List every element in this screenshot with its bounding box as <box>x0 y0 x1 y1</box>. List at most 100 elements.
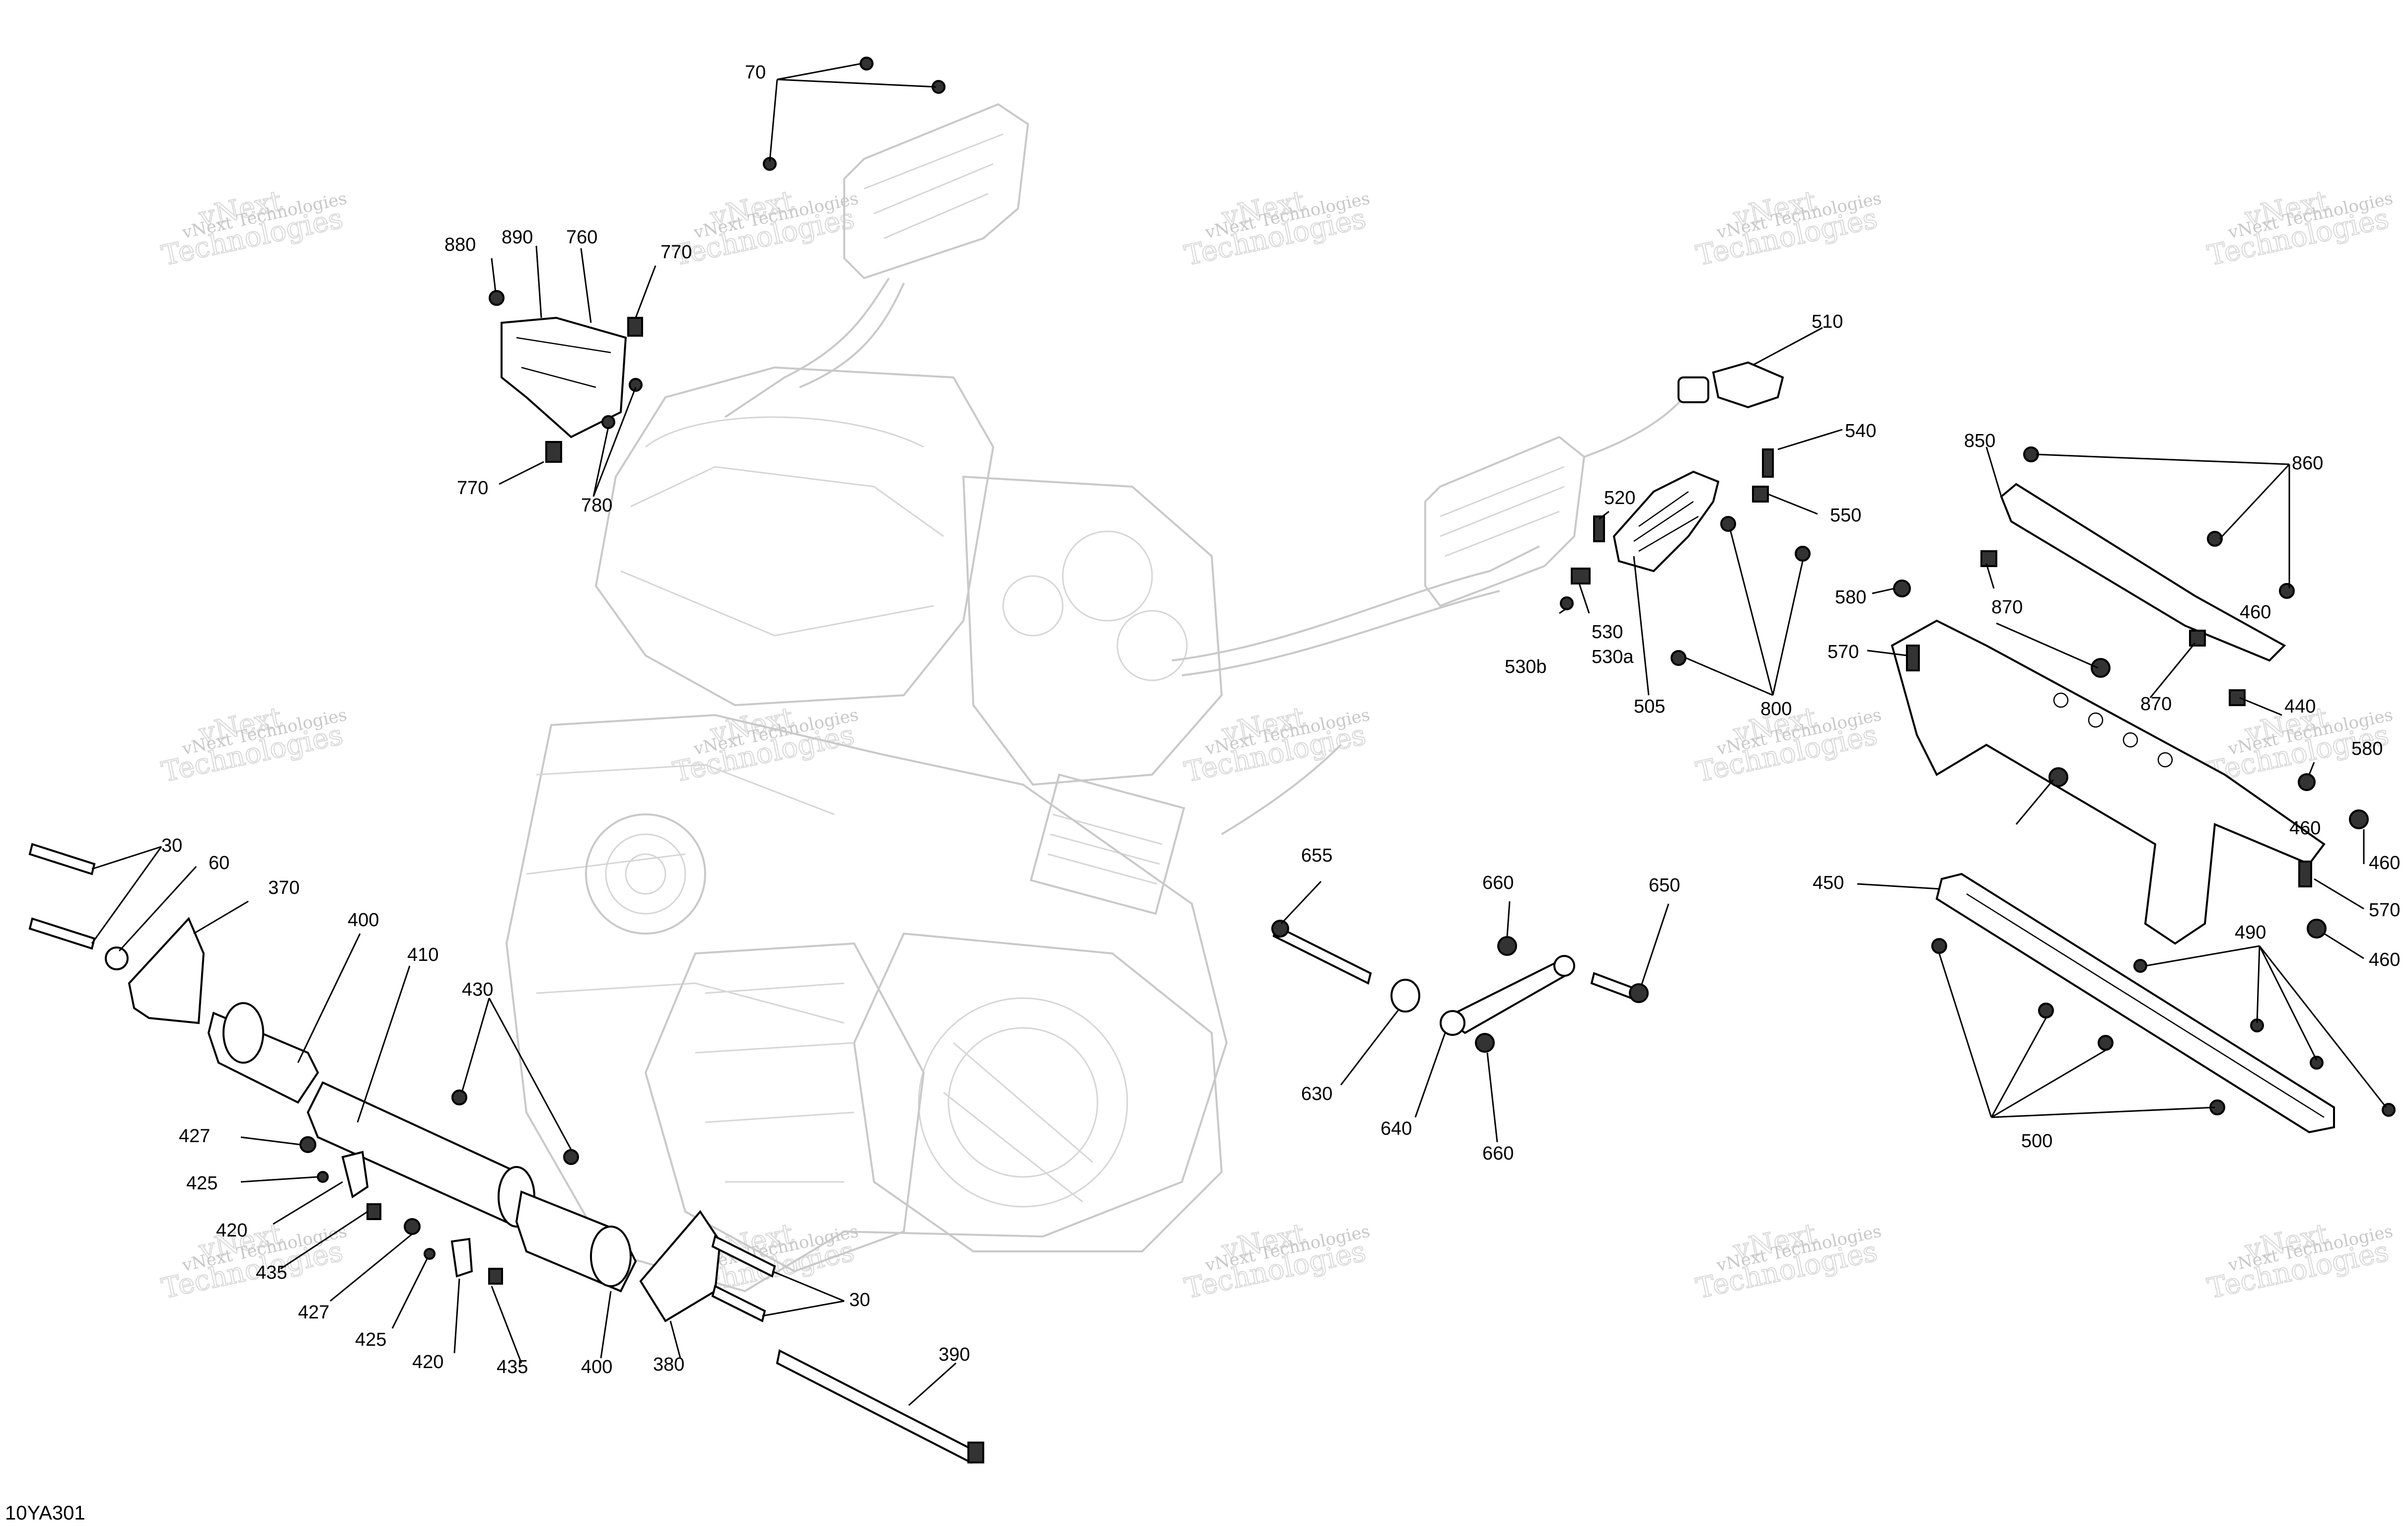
callout-505: 505 <box>1634 696 1665 717</box>
part-nut-660b[interactable] <box>1475 1033 1495 1053</box>
callout-660: 660 <box>1482 1143 1514 1164</box>
part-bolt-650[interactable] <box>1590 972 1649 1003</box>
callout-435: 435 <box>497 1357 528 1378</box>
part-nut-770b[interactable] <box>545 441 562 463</box>
part-bolt-30b[interactable] <box>711 1235 776 1322</box>
callout-70: 70 <box>745 62 766 83</box>
part-mount-400b[interactable] <box>515 1190 637 1293</box>
callout-870: 870 <box>2140 694 2172 715</box>
part-washer-425[interactable] <box>317 1171 436 1260</box>
watermark: vNextTechnologies vNext Technologies <box>158 184 349 273</box>
callout-427: 427 <box>298 1302 329 1323</box>
part-nut-580[interactable] <box>1893 580 2316 791</box>
watermark: vNextTechnologies vNext Technologies <box>670 184 860 273</box>
part-nut-660a[interactable] <box>1497 936 1517 956</box>
part-grommet-530b[interactable] <box>1560 596 1574 610</box>
part-sensor-510[interactable] <box>1712 361 1784 409</box>
watermark: vNextTechnologies vNext Technologies <box>1693 184 1883 273</box>
callout-660: 660 <box>1482 872 1514 893</box>
callout-530a: 530a <box>1592 647 1634 667</box>
callout-800: 800 <box>1760 699 1792 720</box>
callout-780: 780 <box>581 495 612 516</box>
part-bolt-30a[interactable] <box>28 843 96 950</box>
callout-860: 860 <box>2292 453 2323 474</box>
callout-30: 30 <box>161 835 182 856</box>
callout-570: 570 <box>2369 900 2400 921</box>
callout-490: 490 <box>2235 922 2266 943</box>
watermark: vNextTechnologies vNext Technologies <box>1181 184 1372 273</box>
diagram-code: 10YA301 <box>5 1502 85 1524</box>
part-screw-520[interactable] <box>1593 515 1605 542</box>
callout-380: 380 <box>653 1354 684 1375</box>
part-tube-410[interactable] <box>306 1081 535 1228</box>
watermark: vNextTechnologies vNext Technologies <box>158 701 349 789</box>
part-link-640[interactable] <box>1440 955 1575 1036</box>
part-bolt-540[interactable] <box>1762 448 1774 478</box>
watermark: vNextTechnologies vNext Technologies <box>1181 701 1372 789</box>
part-screw-70[interactable] <box>763 57 946 171</box>
part-bushing-630[interactable] <box>1390 979 1420 1013</box>
callout-850: 850 <box>1964 431 1995 451</box>
callout-425: 425 <box>186 1173 218 1194</box>
callout-420: 420 <box>216 1220 247 1241</box>
callout-580: 580 <box>1835 587 1866 608</box>
part-washer-60[interactable] <box>105 946 129 970</box>
callout-460: 460 <box>2240 602 2271 623</box>
leader-lines <box>91 63 2387 1406</box>
part-bracket-440[interactable] <box>1891 619 2326 945</box>
callout-460: 460 <box>2369 853 2400 873</box>
part-screw-860[interactable] <box>2023 446 2295 599</box>
part-screw-430[interactable] <box>451 1090 579 1165</box>
part-nut-500[interactable] <box>1931 938 2225 1115</box>
watermark: vNextTechnologies vNext Technologies <box>158 1217 349 1306</box>
part-bolt-655[interactable] <box>1271 920 1372 985</box>
part-bracket-850[interactable] <box>2000 483 2286 662</box>
part-long-bolt-390[interactable] <box>776 1349 984 1464</box>
callout-440: 440 <box>2284 696 2316 717</box>
watermark: vNextTechnologies vNext Technologies <box>2204 184 2395 273</box>
part-screw-800[interactable] <box>1671 516 1811 666</box>
part-bolt-570[interactable] <box>1906 645 2312 887</box>
part-screw-880[interactable] <box>489 290 505 306</box>
callout-655: 655 <box>1301 845 1332 866</box>
part-mount-400a[interactable] <box>207 1002 319 1104</box>
callout-520: 520 <box>1604 488 1635 509</box>
part-connector[interactable] <box>1678 376 1709 403</box>
part-nut-770a[interactable] <box>627 317 643 337</box>
callout-570: 570 <box>1827 642 1859 662</box>
callout-760: 760 <box>566 227 597 248</box>
callout-425: 425 <box>355 1329 386 1350</box>
callout-450: 450 <box>1813 872 1844 893</box>
callout-880: 880 <box>444 234 476 255</box>
callout-640: 640 <box>1381 1118 1412 1139</box>
callout-460: 460 <box>2289 818 2321 839</box>
callout-427: 427 <box>179 1126 210 1147</box>
part-nut-460[interactable] <box>2048 658 2369 939</box>
callout-30: 30 <box>849 1290 870 1310</box>
part-bracket-380[interactable] <box>639 1210 722 1322</box>
callout-650: 650 <box>1649 875 1680 896</box>
part-bracket-505[interactable] <box>1612 470 1720 573</box>
part-clip-870[interactable] <box>1980 550 2246 706</box>
callout-580: 580 <box>2351 738 2383 759</box>
callout-435: 435 <box>256 1262 287 1283</box>
callout-530: 530 <box>1592 622 1623 643</box>
part-link-420[interactable] <box>341 1151 473 1278</box>
callout-770: 770 <box>660 242 692 263</box>
part-nut-550[interactable] <box>1752 486 1769 503</box>
part-bushing-435[interactable] <box>366 1203 503 1285</box>
callout-430: 430 <box>462 979 493 1000</box>
engine-ghost-illustration <box>505 103 1699 1293</box>
part-bracket-370[interactable] <box>128 917 205 1024</box>
callout-370: 370 <box>268 877 299 898</box>
watermark: vNextTechnologies vNext Technologies <box>2204 1217 2395 1306</box>
watermark: vNextTechnologies vNext Technologies <box>1693 1217 1883 1306</box>
callout-890: 890 <box>502 227 533 248</box>
part-clip-530[interactable] <box>1571 568 1591 584</box>
callout-870: 870 <box>1991 597 2023 618</box>
part-bracket-760[interactable] <box>501 316 627 438</box>
callout-400: 400 <box>348 910 379 931</box>
part-crossmember-450[interactable] <box>1935 872 2335 1134</box>
callout-770: 770 <box>457 478 488 499</box>
